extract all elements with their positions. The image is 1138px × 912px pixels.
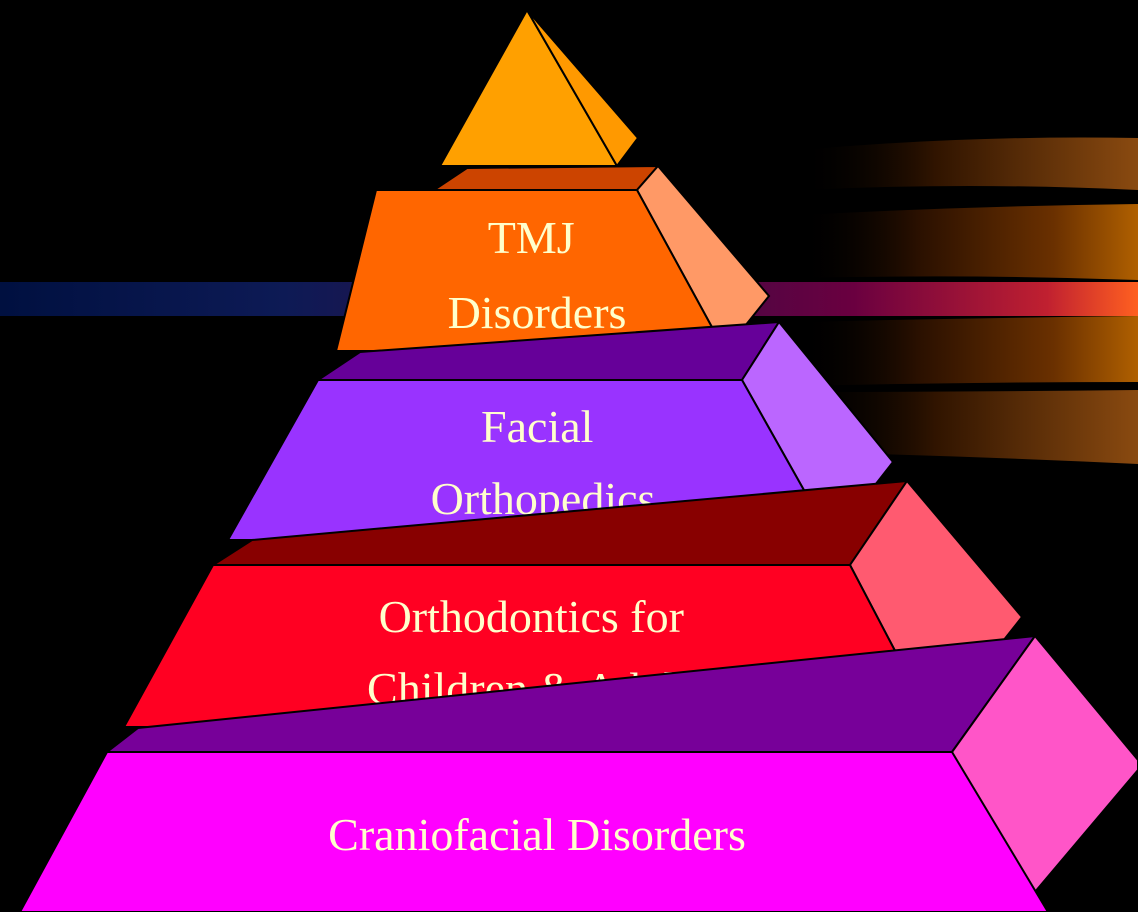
tier-tmj-disorders: TMJ Disorders xyxy=(334,164,771,353)
tier-facial-orthopedics: Facial Orthopedics xyxy=(226,320,895,542)
orthodontics-label: Orthodontics for Children & Adults xyxy=(367,591,707,714)
tier-craniofacial-disorders: Craniofacial Disorders xyxy=(18,634,1138,912)
orange-streak-lower xyxy=(800,316,1138,386)
facial-label-line-1: Facial xyxy=(481,401,593,452)
orange-streak-middle xyxy=(800,204,1138,280)
craniofacial-label: Craniofacial Disorders xyxy=(328,809,746,860)
tmj-top-face xyxy=(430,164,661,191)
tmj-label: TMJ Disorders xyxy=(448,212,627,338)
pyramid-apex xyxy=(438,7,640,168)
tmj-label-line-2: Disorders xyxy=(448,287,627,338)
craniofacial-front-face xyxy=(18,751,1050,912)
orange-streak-top xyxy=(800,137,1138,190)
orthodontics-label-line-1: Orthodontics for xyxy=(379,591,684,642)
orange-streak-bottom xyxy=(800,390,1138,464)
tmj-label-line-1: TMJ xyxy=(488,212,575,263)
apex-side-face xyxy=(526,9,640,168)
craniofacial-label-line-1: Craniofacial Disorders xyxy=(328,809,746,860)
